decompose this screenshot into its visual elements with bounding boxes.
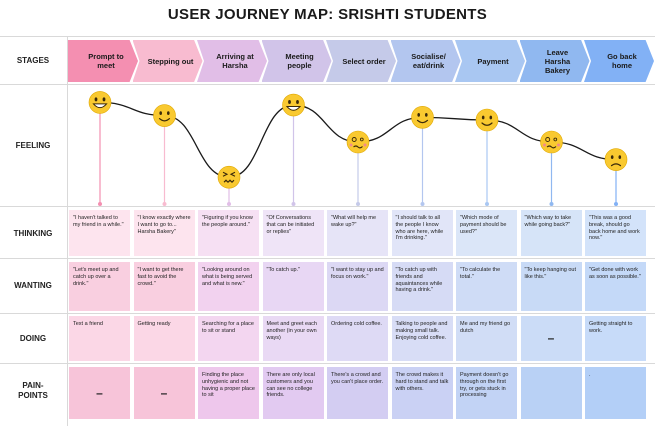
- grinning-face-icon: [282, 93, 305, 117]
- doing-card: –: [520, 316, 582, 361]
- grinning-face-icon: [88, 91, 112, 114]
- stage-label: Prompt to meet: [88, 52, 124, 70]
- stage-label: Socialise/ eat/drink: [411, 52, 446, 70]
- smiling-face-icon: [153, 104, 176, 127]
- pain-card: The crowd makes it hard to stand and tal…: [391, 367, 453, 419]
- row-label-pain-line1: PAIN-: [22, 381, 44, 390]
- stage-3: Arriving at Harsha: [197, 40, 267, 82]
- stage-label: Payment: [477, 56, 509, 66]
- wanting-card: "To keep hanging out like this.": [520, 262, 582, 311]
- wanting-card: "Let's meet up and catch up over a drink…: [69, 262, 130, 311]
- woozy-face-icon: [346, 130, 370, 154]
- doing-card: Meet and greet each another (in your own…: [262, 316, 324, 361]
- row-label-thinking: THINKING: [13, 229, 53, 238]
- stage-4: Meeting people: [261, 40, 332, 82]
- pain-card: There are only local customers and you c…: [262, 367, 324, 419]
- thinking-card: "This was a good break, should go back h…: [585, 210, 646, 256]
- row-label-pain-points: PAIN- POINTS: [0, 381, 66, 401]
- stage-label: Go back home: [607, 52, 637, 70]
- stage-5: Select order: [326, 40, 396, 82]
- stage-label: Select order: [342, 56, 386, 66]
- stage-label: Leave Harsha Bakery: [544, 47, 571, 75]
- smiling-face-icon: [411, 106, 434, 129]
- thinking-card: "Of Conversations that can be initiated …: [262, 210, 324, 256]
- feeling-stick-end: [614, 202, 618, 206]
- row-label-feeling: FEELING: [15, 141, 51, 150]
- divider-top: [0, 36, 655, 37]
- stage-7: Payment: [455, 40, 525, 82]
- wanting-card: "To catch up with friends and aquaintanc…: [391, 262, 453, 311]
- wanting-card: "Get done with work as soon as possible.…: [585, 262, 646, 311]
- feeling-stick-end: [549, 202, 554, 206]
- stage-label: Stepping out: [147, 56, 194, 66]
- label-column-divider: [67, 36, 68, 426]
- thinking-card: "What will help me wake up?": [327, 210, 388, 256]
- feeling-stick-end: [227, 202, 231, 206]
- divider-thinking: [0, 258, 655, 259]
- thinking-card: "I know exactly where I want to go to...…: [133, 210, 195, 256]
- stage-label: Meeting people: [285, 52, 314, 70]
- page-title: USER JOURNEY MAP: SRISHTI STUDENTS: [167, 6, 488, 23]
- confounded-face-icon: [217, 165, 241, 189]
- row-label-wanting: WANTING: [14, 281, 52, 290]
- feeling-stick-end: [420, 202, 425, 206]
- pain-card: Payment doesn't go through on the first …: [456, 367, 517, 419]
- feeling-stick-end: [162, 202, 167, 206]
- feeling-stick-end: [98, 202, 102, 206]
- doing-card: Talking to people and making small talk.…: [391, 316, 453, 361]
- pain-card: There's a crowd and you can't place orde…: [327, 367, 388, 419]
- smiling-face-icon: [475, 108, 499, 132]
- wanting-card: "I want to get there fast to avoid the c…: [133, 262, 195, 311]
- stage-label: Arriving at Harsha: [216, 52, 254, 70]
- thinking-card: "I should talk to all the people I know …: [391, 210, 453, 256]
- feeling-stick-end: [485, 202, 489, 206]
- feeling-curve: [99, 101, 617, 178]
- doing-card: Getting straight to work.: [585, 316, 646, 361]
- frowning-face-icon: [604, 148, 628, 171]
- pain-card: [520, 367, 582, 419]
- feeling-stick-end: [291, 202, 296, 206]
- row-label-stages: STAGES: [16, 56, 50, 65]
- wanting-card: "Looking around on what is being served …: [198, 262, 259, 311]
- stage-1: Prompt to meet: [68, 40, 138, 82]
- stage-2: Stepping out: [132, 40, 203, 82]
- doing-card: Getting ready: [133, 316, 195, 361]
- thinking-card: "Which way to take while going back?": [520, 210, 582, 256]
- woozy-face-icon: [540, 130, 563, 154]
- divider-feeling: [0, 206, 655, 207]
- doing-card: Ordering cold coffee.: [327, 316, 388, 361]
- feeling-stick-end: [356, 202, 360, 206]
- row-label-doing: DOING: [19, 334, 47, 343]
- pain-card: –: [133, 367, 195, 419]
- pain-card: Finding the place unhygienic and not hav…: [198, 367, 259, 419]
- pain-card: –: [69, 367, 130, 419]
- row-label-pain-line2: POINTS: [18, 391, 48, 400]
- wanting-card: "To catch up.": [262, 262, 324, 311]
- stage-8: Leave Harsha Bakery: [519, 40, 590, 82]
- wanting-card: "I want to stay up and focus on work.": [327, 262, 388, 311]
- doing-card: Text a friend: [69, 316, 130, 361]
- thinking-card: "Which mode of payment should be used?": [456, 210, 517, 256]
- stage-6: Socialise/ eat/drink: [390, 40, 461, 82]
- divider-stages: [0, 84, 655, 85]
- thinking-card: "Figuring if you know the people around.…: [198, 210, 259, 256]
- doing-card: Me and my friend go dutch: [456, 316, 517, 361]
- stage-9: Go back home: [584, 40, 654, 82]
- divider-wanting: [0, 313, 655, 314]
- thinking-card: "I haven't talked to my friend in a whil…: [69, 210, 130, 256]
- doing-card: Searching for a place to sit or stand: [198, 316, 259, 361]
- wanting-card: "To calculate the total.": [456, 262, 517, 311]
- divider-doing: [0, 363, 655, 364]
- pain-card: .: [585, 367, 646, 419]
